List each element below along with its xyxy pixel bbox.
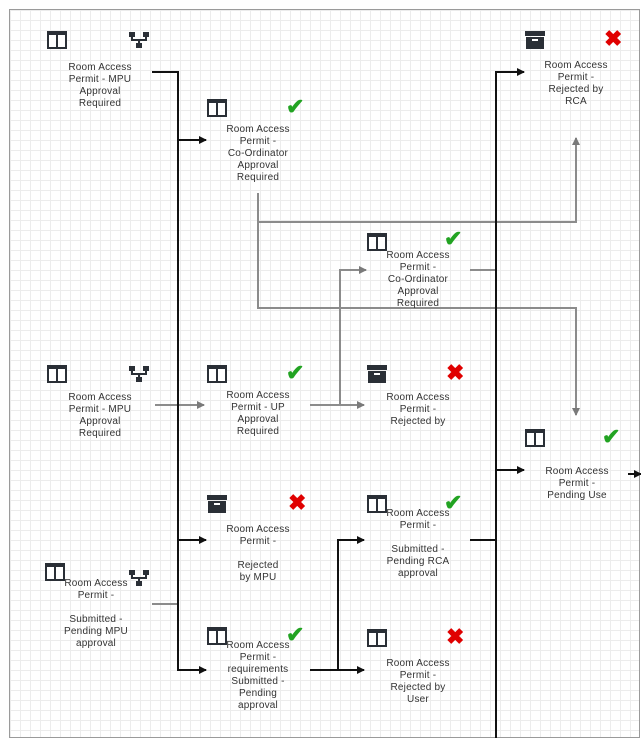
node-requirements-submitted[interactable]: ✔ Room Access Permit - requirements Subm… <box>200 622 320 738</box>
edge-n1-trunk <box>152 71 207 674</box>
node-label: Room Access Permit - Rejected by MPU <box>226 524 290 583</box>
columns-icon <box>207 627 227 645</box>
edge-right-trunk <box>495 68 525 738</box>
node-submitted-pending-rca[interactable]: ✔ Room Access Permit - Submitted - Pendi… <box>360 492 480 602</box>
node-mpu-approval-required-2[interactable]: Room Access Permit - MPU Approval Requir… <box>40 362 160 462</box>
node-pending-use[interactable]: ✔ Room Access Permit - Pending Use <box>518 426 638 516</box>
cross-icon: ✖ <box>604 26 623 51</box>
columns-icon <box>525 429 545 447</box>
node-label: Room Access Permit - Co-Ordinator Approv… <box>226 124 290 183</box>
columns-icon <box>47 31 67 49</box>
columns-icon <box>207 99 227 117</box>
node-label: Room Access Permit - MPU Approval Requir… <box>68 392 132 439</box>
node-label: Room Access Permit - Submitted - Pending… <box>386 508 450 579</box>
archive-icon <box>525 31 545 49</box>
columns-icon <box>207 365 227 383</box>
node-label: Room Access Permit - UP Approval Require… <box>226 390 290 437</box>
node-label: Room Access Permit - MPU Approval Requir… <box>68 62 132 109</box>
check-icon: ✔ <box>286 360 305 385</box>
node-label: Room Access Permit - Co-Ordinator Approv… <box>386 250 450 309</box>
node-coordinator-approval-required-1[interactable]: ✔ Room Access Permit - Co-Ordinator Appr… <box>200 96 320 206</box>
columns-icon <box>367 233 387 251</box>
node-rejected-by[interactable]: ✖ Room Access Permit - Rejected by <box>360 362 480 442</box>
node-label: Room Access Permit - Pending Use <box>545 466 609 501</box>
edge-n7-n10-n11 <box>310 536 365 671</box>
edge-n5-n8 <box>310 266 367 406</box>
node-mpu-approval-required-1[interactable]: Room Access Permit - MPU Approval Requir… <box>40 28 160 128</box>
node-rejected-by-user[interactable]: ✖ Room Access Permit - Rejected by User <box>360 626 480 726</box>
cross-icon: ✖ <box>288 490 307 515</box>
node-label: Room Access Permit - requirements Submit… <box>226 640 290 711</box>
check-icon: ✔ <box>444 490 463 515</box>
diagram-canvas[interactable] <box>9 9 640 738</box>
node-rejected-by-rca[interactable]: ✖ Room Access Permit - Rejected by RCA <box>518 28 638 128</box>
node-submitted-pending-mpu[interactable]: Room Access Permit - Submitted - Pending… <box>40 562 160 682</box>
node-label: Room Access Permit - Submitted - Pending… <box>64 578 128 649</box>
check-icon: ✔ <box>444 226 463 251</box>
columns-icon <box>45 563 65 581</box>
branch-icon <box>129 32 149 48</box>
archive-icon <box>367 365 387 383</box>
cross-icon: ✖ <box>446 360 465 385</box>
node-label: Room Access Permit - Rejected by RCA <box>544 60 608 107</box>
edge-n4-right <box>257 222 580 416</box>
branch-icon <box>129 570 149 586</box>
cross-icon: ✖ <box>446 624 465 649</box>
node-rejected-by-mpu[interactable]: ✖ Room Access Permit - Rejected by MPU <box>200 490 320 583</box>
edge-n4-down <box>257 137 580 223</box>
archive-icon <box>207 495 227 513</box>
check-icon: ✔ <box>286 94 305 119</box>
node-up-approval-required[interactable]: ✔ Room Access Permit - UP Approval Requi… <box>200 362 320 462</box>
columns-icon <box>47 365 67 383</box>
node-coordinator-approval-required-2[interactable]: ✔ Room Access Permit - Co-Ordinator Appr… <box>360 226 480 340</box>
branch-icon <box>129 366 149 382</box>
node-label: Room Access Permit - Rejected by <box>386 392 450 427</box>
check-icon: ✔ <box>602 424 621 449</box>
columns-icon <box>367 629 387 647</box>
check-icon: ✔ <box>286 622 305 647</box>
columns-icon <box>367 495 387 513</box>
node-label: Room Access Permit - Rejected by User <box>386 658 450 705</box>
